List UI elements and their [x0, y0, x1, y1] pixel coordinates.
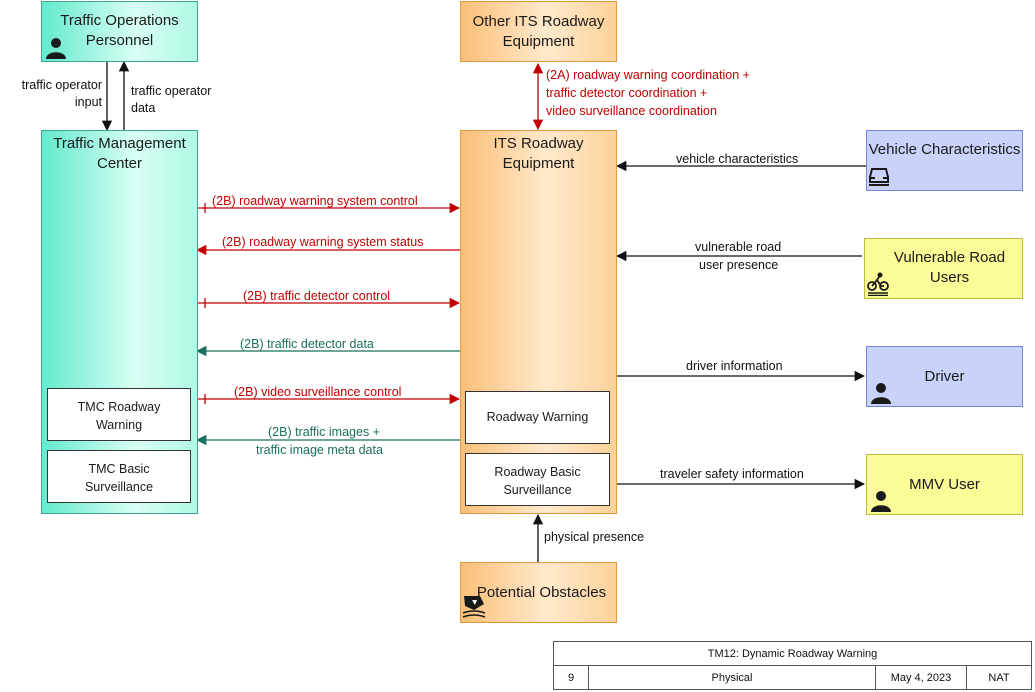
vulnerable-road-users-box[interactable]: Vulnerable Road Users [864, 238, 1023, 299]
person-icon [871, 383, 891, 404]
tmc-roadway-warning-box[interactable]: TMC Roadway Warning [47, 388, 191, 441]
title-block: TM12: Dynamic Roadway Warning 9 Physical… [553, 641, 1032, 690]
potential-obstacles-box[interactable]: Potential Obstacles [460, 562, 617, 623]
obstacle-icon [462, 596, 486, 618]
roadway-basic-surveillance-box[interactable]: Roadway Basic Surveillance [465, 453, 610, 506]
diagram-region: NAT [966, 665, 1032, 690]
traffic-operator-data-label: traffic operator data [131, 84, 212, 115]
traffic-images-label-2: traffic image meta data [256, 443, 383, 457]
driver-label: Driver [924, 368, 965, 385]
vehicle-characteristics-box[interactable]: Vehicle Characteristics [866, 130, 1023, 191]
roadway-warning-label: Roadway Warning [486, 410, 589, 424]
vulnerable-road-user-presence-label-2: user presence [699, 258, 779, 272]
tmc-roadway-warning-label: TMC Roadway Warning [77, 400, 161, 432]
driver-information-label: driver information [686, 359, 783, 373]
traffic-operator-input-label: traffic operator input [21, 78, 102, 109]
traffic-operations-personnel-box[interactable]: Traffic Operations Personnel [41, 1, 198, 62]
its-roadway-equipment-label: ITS Roadway Equipment [493, 135, 584, 172]
vehicle-characteristics-flow-label: vehicle characteristics [676, 152, 799, 166]
mmv-user-box[interactable]: MMV User [866, 454, 1023, 515]
traffic-images-label-1: (2B) traffic images + [268, 425, 380, 439]
roadway-warning-system-control-label: (2B) roadway warning system control [212, 194, 418, 208]
diagram-view: Physical [588, 665, 876, 690]
other-its-roadway-equipment-label: Other ITS Roadway Equipment [472, 13, 605, 50]
coordination-label-2: traffic detector coordination + [546, 86, 708, 100]
vehicle-characteristics-label: Vehicle Characteristics [868, 141, 1021, 158]
physical-presence-label: physical presence [544, 530, 645, 544]
coordination-label-1: (2A) roadway warning coordination + [546, 68, 750, 82]
vulnerable-road-users-label: Vulnerable Road Users [893, 249, 1006, 286]
other-its-roadway-equipment-box[interactable]: Other ITS Roadway Equipment [460, 1, 617, 62]
car-icon [869, 168, 889, 186]
video-surveillance-control-label: (2B) video surveillance control [234, 385, 402, 399]
traffic-detector-control-label: (2B) traffic detector control [243, 289, 391, 303]
tmc-basic-surveillance-label: TMC Basic Surveillance [84, 462, 154, 494]
traffic-management-center-label: Traffic Management Center [53, 135, 186, 172]
traveler-safety-information-label: traveler safety information [660, 467, 804, 481]
traffic-detector-data-label: (2B) traffic detector data [240, 337, 374, 351]
bicycle-icon [867, 272, 889, 296]
traffic-operations-personnel-label: Traffic Operations Personnel [60, 12, 179, 49]
potential-obstacles-label: Potential Obstacles [476, 584, 607, 601]
driver-box[interactable]: Driver [866, 346, 1023, 407]
diagram-number: 9 [553, 665, 589, 690]
roadway-warning-system-status-label: (2B) roadway warning system status [222, 235, 424, 249]
tmc-basic-surveillance-box[interactable]: TMC Basic Surveillance [47, 450, 191, 503]
vulnerable-road-user-presence-label-1: vulnerable road [695, 240, 782, 254]
roadway-warning-box[interactable]: Roadway Warning [465, 391, 610, 444]
person-icon [46, 38, 66, 59]
diagram-date: May 4, 2023 [875, 665, 967, 690]
diagram-title: TM12: Dynamic Roadway Warning [553, 641, 1032, 666]
mmv-user-label: MMV User [909, 476, 980, 493]
roadway-basic-surveillance-label: Roadway Basic Surveillance [494, 465, 581, 497]
coordination-label-3: video surveillance coordination [546, 104, 717, 118]
its-roadway-equipment-box[interactable]: ITS Roadway Equipment [460, 130, 617, 514]
person-icon [871, 491, 891, 512]
